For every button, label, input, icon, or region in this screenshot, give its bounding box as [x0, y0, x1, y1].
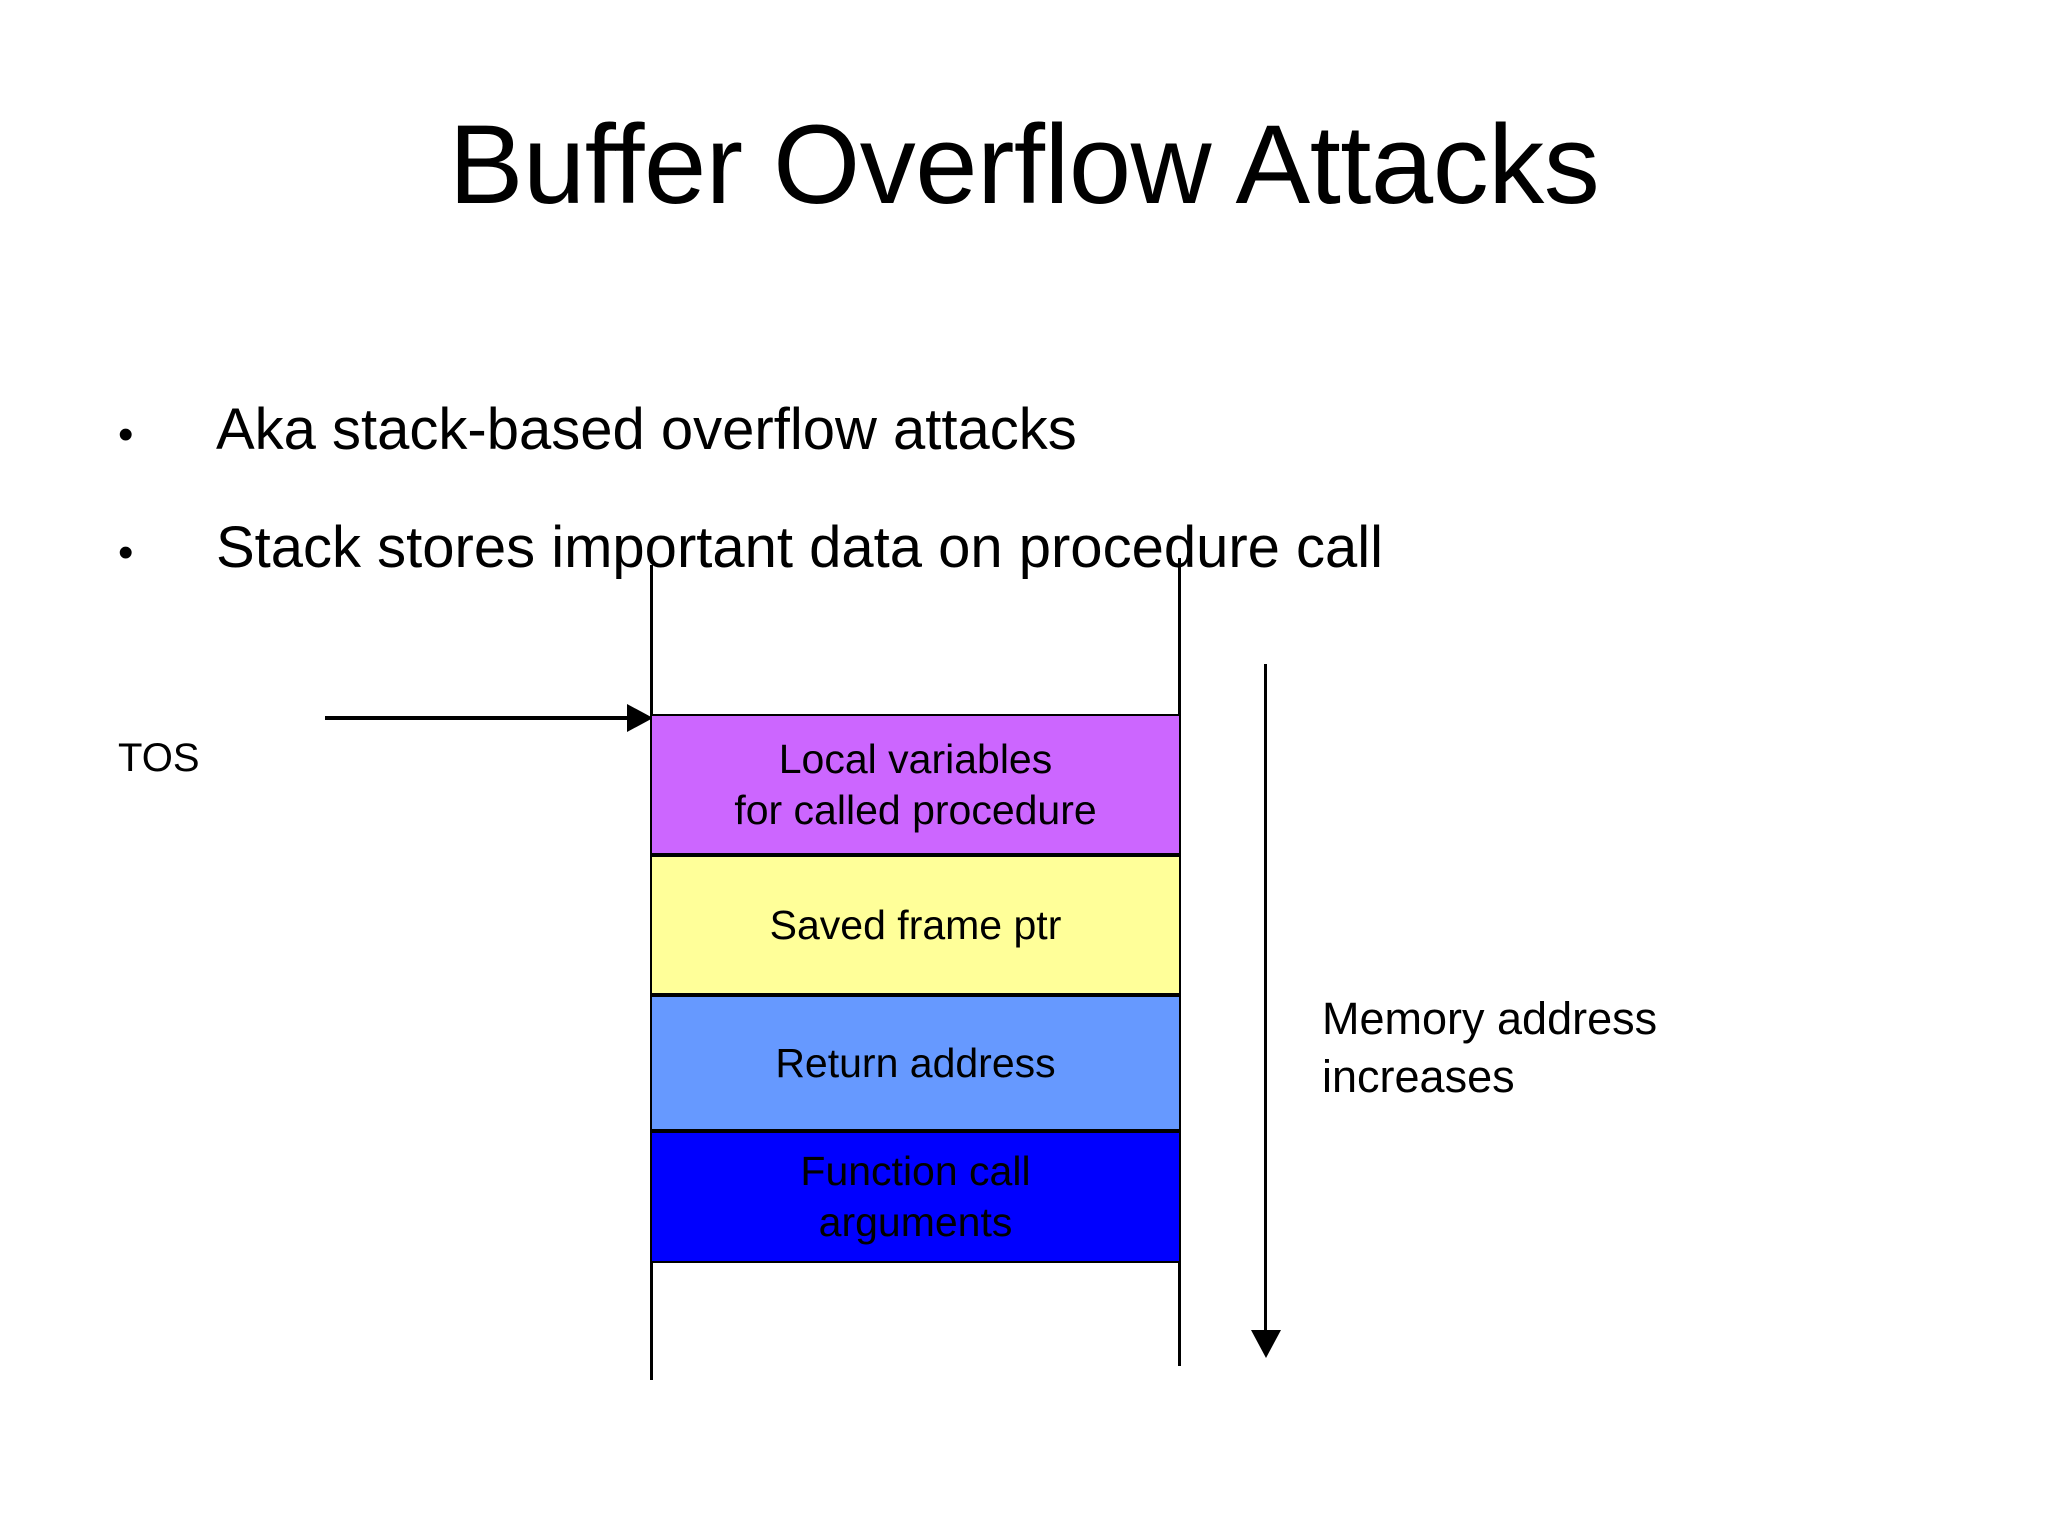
stack-block-function-call-arguments: Function call arguments — [650, 1131, 1181, 1263]
stack-block-local-variables: Local variables for called procedure — [650, 714, 1181, 855]
memory-direction-arrow-head-icon — [1251, 1330, 1281, 1358]
stack-block-label-line1: Return address — [775, 1039, 1056, 1086]
bullet-marker-icon: • — [118, 410, 134, 459]
stack-block-saved-frame-ptr: Saved frame ptr — [650, 855, 1181, 995]
memory-direction-arrow-line — [1264, 664, 1267, 1336]
tos-arrow-line — [325, 716, 635, 720]
memory-direction-caption: Memory address increases — [1322, 990, 1657, 1105]
tos-label: TOS — [118, 736, 200, 780]
memory-direction-caption-line1: Memory address — [1322, 993, 1658, 1044]
stack-block-label-line2: arguments — [818, 1199, 1013, 1245]
stack-block-label-line1: Function call — [800, 1148, 1031, 1195]
bullet-marker-icon: • — [118, 528, 134, 577]
tos-arrow-head-icon — [627, 704, 653, 732]
bullet-text-0: Aka stack-based overflow attacks — [216, 397, 1077, 462]
stack-block-label-line1: Local variables — [778, 735, 1053, 782]
bullet-item-0: • Aka stack-based overflow attacks — [96, 398, 1077, 462]
bullet-text-1: Stack stores important data on procedure… — [216, 515, 1384, 580]
stack-block-label-line1: Saved frame ptr — [769, 901, 1062, 948]
stack-block-label-line2: for called procedure — [734, 786, 1097, 833]
page-title: Buffer Overflow Attacks — [448, 102, 1600, 227]
stack-block-return-address: Return address — [650, 995, 1181, 1131]
bullet-item-1: • Stack stores important data on procedu… — [96, 516, 1383, 580]
memory-direction-caption-line2: increases — [1322, 1050, 1515, 1102]
